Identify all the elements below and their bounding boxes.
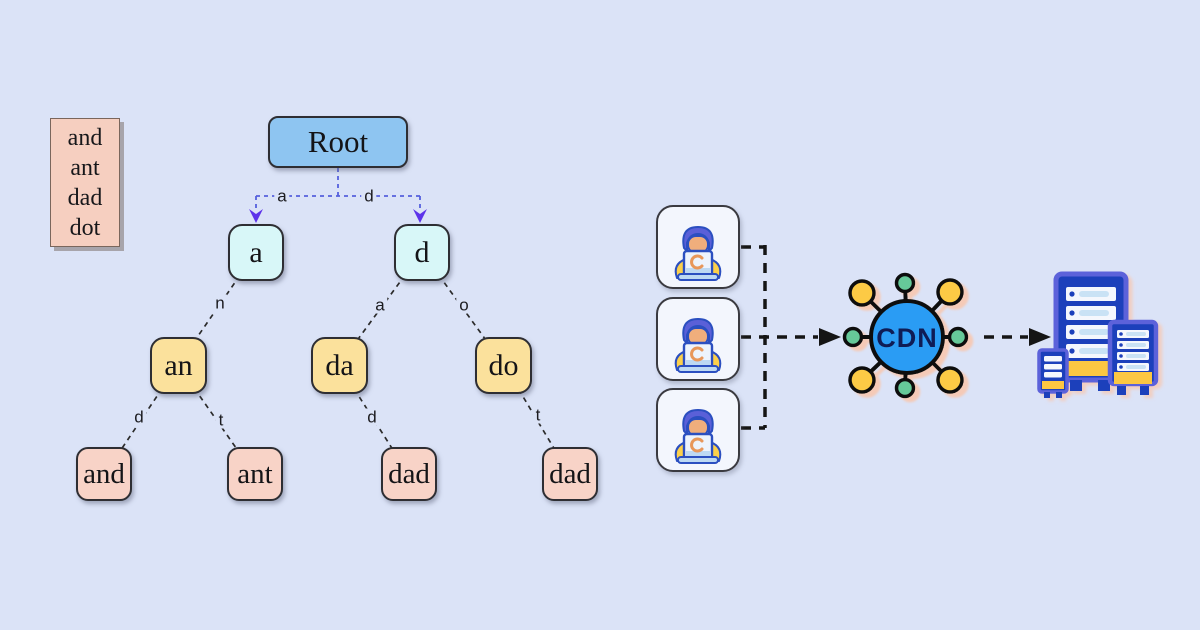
cdn-node-green-icon <box>842 326 864 348</box>
arrowhead-root-a-icon <box>249 209 263 223</box>
trie-node-and: and <box>76 447 132 501</box>
cdn-node-green-icon <box>894 272 916 294</box>
user-laptop-icon <box>674 409 722 464</box>
clients-bracket-lines <box>741 245 818 430</box>
trie-node-root: Root <box>268 116 408 168</box>
word-list-item: ant <box>70 154 100 181</box>
trie-node-dad-2: dad <box>542 447 598 501</box>
client-box-3 <box>656 388 740 472</box>
word-list-item: and <box>67 124 103 151</box>
edge-label-da-dad: d <box>364 408 380 426</box>
word-list-item: dad <box>67 184 103 211</box>
cdn-node-green-icon <box>947 326 969 348</box>
trie-node-da: da <box>311 337 368 394</box>
edge-label-root-d: d <box>361 187 377 205</box>
edge-label-d-da: a <box>372 296 388 314</box>
trie-root-edges <box>255 168 421 212</box>
edge-label-do-dad: t <box>532 406 544 424</box>
user-laptop-icon <box>674 318 722 373</box>
cdn-icon <box>842 272 969 399</box>
edge-label-an-and: d <box>131 408 147 426</box>
clients-to-cdn-arrowhead-icon <box>819 328 841 346</box>
client-box-1 <box>656 205 740 289</box>
trie-node-an: an <box>150 337 207 394</box>
trie-node-ant: ant <box>227 447 283 501</box>
edge-label-d-do: o <box>456 296 472 314</box>
arrowhead-root-d-icon <box>413 209 427 223</box>
cdn-node-green-icon <box>894 377 916 399</box>
cdn-circle <box>869 299 945 375</box>
word-list-card: and ant dad dot <box>50 118 120 247</box>
cdn-node-yellow-icon <box>848 279 876 307</box>
word-list-item: dot <box>69 214 101 241</box>
cdn-node-yellow-icon <box>936 278 964 306</box>
cdn-node-yellow-icon <box>936 366 964 394</box>
edge-label-root-a: a <box>274 187 290 205</box>
trie-node-dad-1: dad <box>381 447 437 501</box>
trie-node-d: d <box>394 224 450 281</box>
trie-node-a: a <box>228 224 284 281</box>
cdn-label: CDN <box>876 323 938 353</box>
edge-label-a-an: n <box>212 294 228 312</box>
client-box-2 <box>656 297 740 381</box>
server-icon <box>1037 271 1159 398</box>
cdn-to-server-arrowhead-icon <box>1029 328 1051 346</box>
user-laptop-icon <box>674 226 722 281</box>
cdn-node-yellow-icon <box>848 366 876 394</box>
trie-node-do: do <box>475 337 532 394</box>
edge-label-an-ant: t <box>215 411 227 429</box>
